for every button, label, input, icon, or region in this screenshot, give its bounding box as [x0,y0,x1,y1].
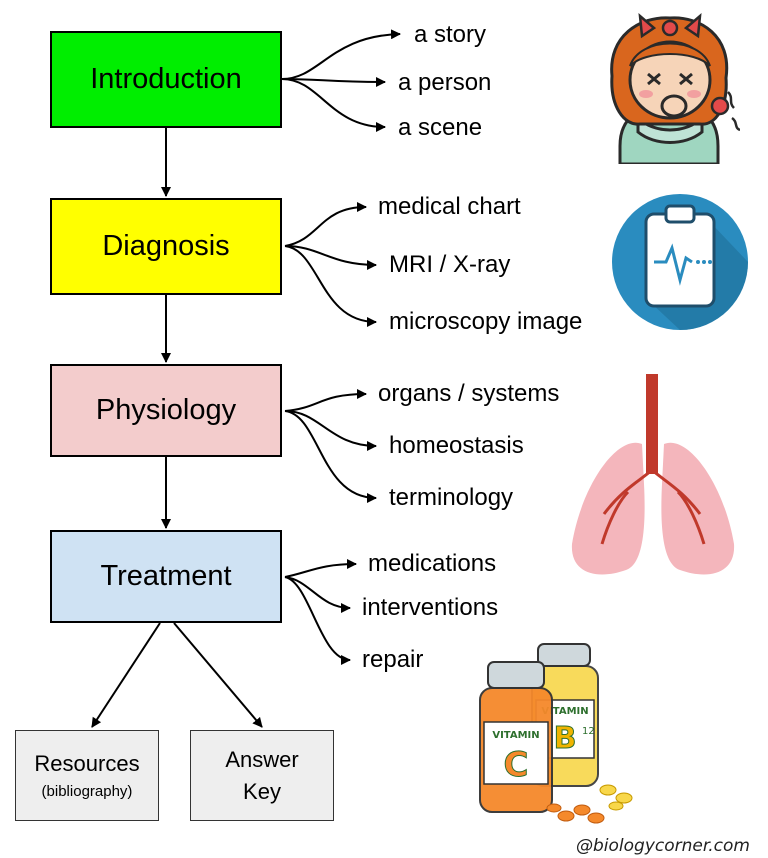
treatment-box: Treatment [50,530,282,623]
branch-label: medications [368,550,497,577]
answer-key-line1: Answer [225,746,299,772]
branch-label: repair [362,646,424,673]
resources-box: Resources (bibliography) [15,730,159,821]
resources-label: Resources [34,751,140,776]
arrow-treatment-resources [91,622,161,728]
branch-arrow [284,245,377,327]
introduction-box: Introduction [50,31,282,128]
branch-label: terminology [389,484,514,511]
branch-label: organs / systems [378,380,560,407]
svg-text:B: B [554,721,577,756]
medical-clipboard-icon [612,194,748,330]
sick-girl-icon [610,13,740,164]
branch-label: a person [398,69,492,96]
treatment-label: Treatment [100,560,232,592]
physiology-label: Physiology [95,394,237,426]
answer-key-box: Answer Key [190,730,334,821]
lungs-icon [571,374,735,575]
branch-arrow [284,202,367,247]
svg-text:12: 12 [582,726,595,737]
branch-label: medical chart [378,193,521,220]
vitamin-bottles-icon: VITAMIN B 12 VITAMIN C [479,643,633,824]
branch-arrow [281,29,401,80]
diagnosis-box: Diagnosis [50,198,282,295]
resources-sublabel: (bibliography) [41,783,133,800]
branch-label: a scene [398,114,483,141]
branch-label: microscopy image [389,308,583,335]
branch-label: MRI / X-ray [389,251,511,278]
branch-label: homeostasis [389,432,524,459]
branch-arrow [284,410,377,451]
branch-arrow [284,245,377,270]
branch-label: a story [414,21,487,48]
vitamin-c-label: VITAMIN [492,730,539,741]
branch-label: interventions [362,594,499,621]
branch-arrow [284,559,357,578]
physiology-box: Physiology [50,364,282,457]
branch-arrow [281,76,386,87]
branch-arrow [281,78,386,132]
credit-text: @biologycorner.com [575,836,750,856]
branch-arrow [284,576,351,665]
answer-key-line2: Key [243,778,281,804]
diagnosis-label: Diagnosis [102,230,230,262]
introduction-label: Introduction [90,63,242,95]
branch-arrow [284,576,351,613]
branch-arrow [284,389,367,412]
arrow-treatment-answerkey [173,622,263,728]
vitamin-b-label: VITAMIN [541,706,588,717]
branch-arrow [284,410,377,503]
svg-text:C: C [504,745,529,785]
